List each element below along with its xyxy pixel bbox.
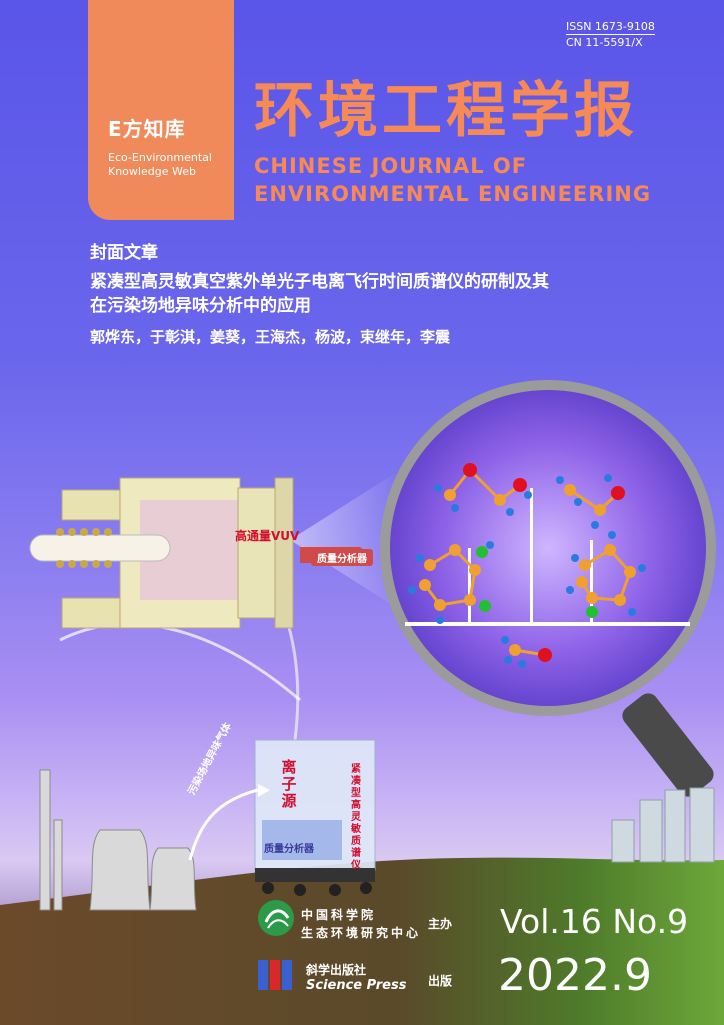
device-mass-analyzer-label: 质量分析器 xyxy=(264,844,314,855)
sponsor-org: 中国科学院 生态环境研究中心 xyxy=(301,906,421,942)
cover-article-title-line-2: 在污染场地异味分析中的应用 xyxy=(90,296,311,316)
sponsor-org-line-2: 生态环境研究中心 xyxy=(301,926,422,940)
publisher-role: 出版 xyxy=(428,974,453,988)
logo-sub-line-1: Eco-Environmental xyxy=(108,151,212,164)
ion-source-label: 离子源 xyxy=(281,758,297,810)
logo-name: E方知库 xyxy=(108,117,186,141)
science-press-logo xyxy=(258,960,292,990)
ionizer-device xyxy=(29,477,370,629)
volume-issue: Vol.16 No.9 xyxy=(500,902,689,941)
issn-number: ISSN 1673-9108 xyxy=(566,20,655,33)
journal-title-cn: 环境工程学报 xyxy=(254,76,638,146)
mass-analyzer-label: 质量分析器 xyxy=(311,549,373,566)
publisher-name: 斜学出版社 Science Press xyxy=(306,963,406,993)
buildings xyxy=(611,787,715,863)
issn-block: ISSN 1673-9108 CN 11-5591/X xyxy=(566,20,655,50)
molecules xyxy=(408,463,646,668)
device-name-label: 紧凑型高灵敏质谱仪 xyxy=(351,764,361,871)
logo-subtitle: Eco-Environmental Knowledge Web xyxy=(108,151,212,179)
vuv-label: 高通量VUV xyxy=(235,529,300,543)
mass-spectrometer-device xyxy=(188,739,376,896)
publisher-name-en: Science Press xyxy=(306,978,407,993)
issue-date: 2022.9 xyxy=(498,950,652,1001)
eco-knowledge-logo: E方知库 Eco-Environmental Knowledge Web xyxy=(108,113,238,183)
journal-title-en-line-2: ENVIRONMENTAL ENGINEERING xyxy=(254,182,652,206)
cas-logo xyxy=(258,900,294,936)
cover-article-title-line-1: 紧凑型高灵敏真空紫外单光子电离飞行时间质谱仪的研制及其 xyxy=(90,272,549,292)
journal-title-en-line-1: CHINESE JOURNAL OF xyxy=(254,154,528,178)
sponsor-org-line-1: 中国科学院 xyxy=(301,908,377,922)
publisher-name-cn: 斜学出版社 xyxy=(306,963,367,977)
cover-article-label: 封面文章 xyxy=(90,243,158,263)
logo-sub-line-2: Knowledge Web xyxy=(108,165,196,178)
sponsor-role: 主办 xyxy=(428,917,453,931)
light-beam xyxy=(290,470,400,610)
power-plant xyxy=(39,769,197,911)
journal-title-en: CHINESE JOURNAL OF ENVIRONMENTAL ENGINEE… xyxy=(254,152,651,208)
orange-header-tab xyxy=(88,0,234,220)
cover-article-title: 紧凑型高灵敏真空紫外单光子电离飞行时间质谱仪的研制及其 在污染场地异味分析中的应… xyxy=(90,270,650,318)
cn-number: CN 11-5591/X xyxy=(566,34,655,50)
cover-article-authors: 郭烨东，于彰淇，姜葵，王海杰，杨波，束继年，李震 xyxy=(90,328,451,346)
